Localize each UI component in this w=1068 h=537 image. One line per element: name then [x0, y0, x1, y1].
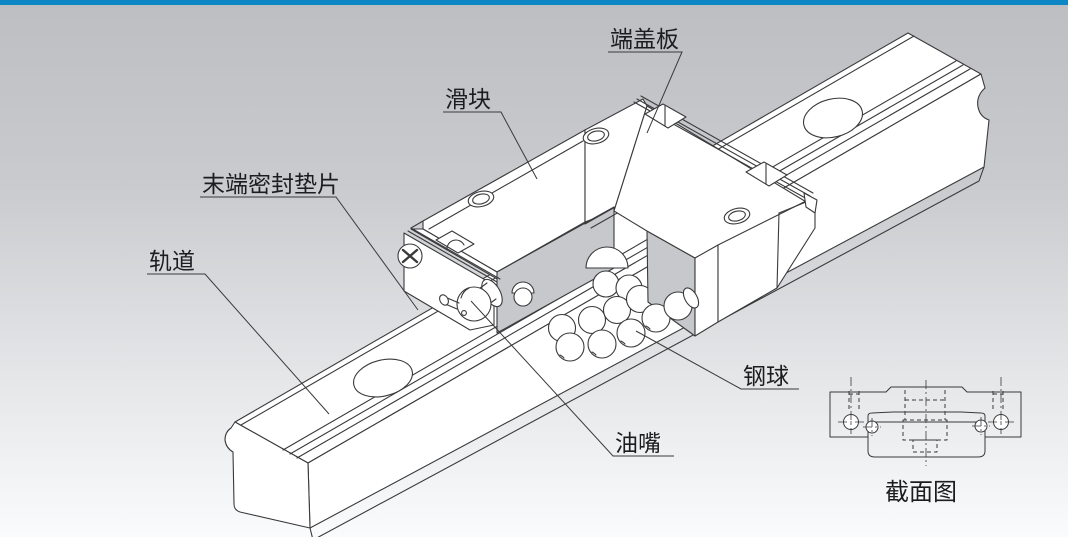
steel-balls-front [555, 287, 700, 362]
leader-rail [147, 273, 330, 415]
label-cross-section-caption: 截面图 [885, 479, 957, 506]
leader-steel-ball [635, 330, 799, 390]
slider-block-drawing [397, 95, 818, 362]
label-end-cap-plate: 端盖板 [610, 26, 679, 52]
label-slider-block: 滑块 [445, 86, 491, 112]
label-grease-nipple: 油嘴 [615, 430, 661, 456]
leader-grease-nipple [470, 300, 674, 457]
leader-end-cap-plate [608, 51, 683, 134]
phillips-screw-icon [397, 243, 423, 269]
leader-slider-block [443, 111, 538, 180]
callouts [147, 51, 799, 457]
threaded-holes [467, 127, 751, 225]
label-steel-ball: 钢球 [743, 363, 789, 389]
end-seal-assembly [397, 220, 503, 331]
label-end-seal-gasket: 末端密封垫片 [202, 171, 340, 197]
cross-section-inset [829, 377, 1022, 466]
label-rail: 轨道 [149, 248, 195, 274]
top-accent-bar [0, 0, 1068, 5]
leader-end-seal-gasket [200, 196, 419, 311]
